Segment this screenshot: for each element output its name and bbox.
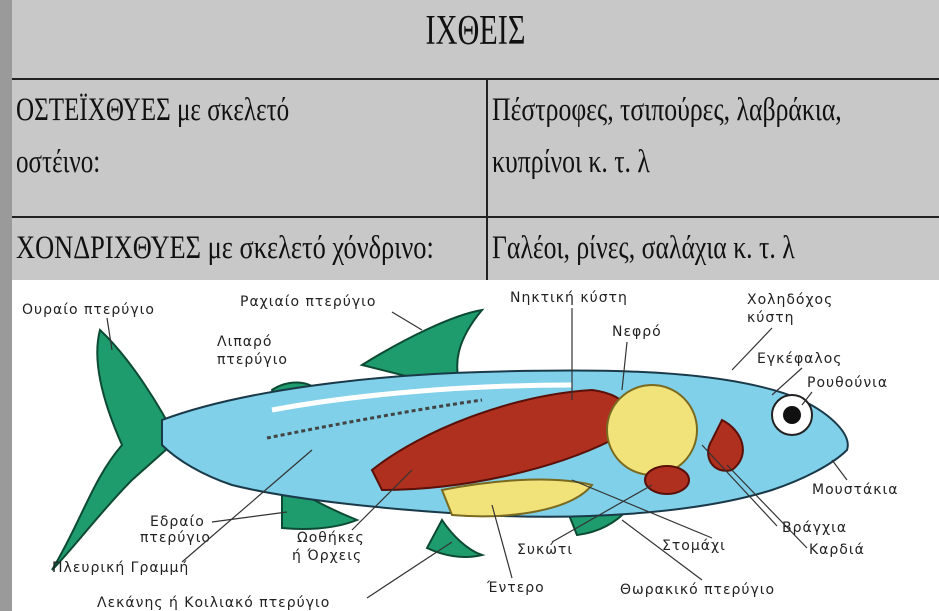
- label-lateral-line: Πλευρική Γραμμή: [52, 560, 189, 576]
- label-adipose-fin-1: Λιπαρό: [217, 334, 272, 350]
- label-adipose-fin-2: πτερύγιο: [217, 352, 288, 368]
- row1-left-line2: οστέινο:: [16, 136, 373, 188]
- label-swim-bladder: Νηκτική κύστη: [510, 290, 628, 306]
- label-brain: Εγκέφαλος: [757, 351, 842, 367]
- label-pelvic-fin: Λεκάνης ή Κοιλιακό πτερύγιο: [97, 595, 330, 611]
- label-anal-fin-1: Εδραίο: [150, 514, 205, 530]
- row1-right-cell: Πέστροφες, τσιπούρες, λαβράκια, κυπρίνοι…: [488, 78, 939, 194]
- label-intestine: Έντερο: [486, 580, 545, 596]
- label-gall-bladder-2: κύστη: [747, 310, 795, 326]
- label-stomach: Στομάχι: [662, 538, 726, 554]
- row2-left-cell: ΧΟΝΔΡΙΧΘΥΕΣ με σκελετό χόνδρινο:: [12, 216, 486, 280]
- pelvic-fin: [427, 520, 482, 557]
- left-edge-strip: [0, 0, 12, 611]
- label-liver: Συκώτι: [517, 542, 573, 558]
- row2-right-line1: Γαλέοι, ρίνες, σαλάχια κ. τ. λ: [492, 222, 841, 274]
- label-snout: Ρουθούνια: [807, 375, 888, 391]
- label-ovaries-2: ή Όρχεις: [292, 548, 362, 564]
- row1-left-line1: ΟΣΤΕΪΧΘΥΕΣ με σκελετό: [16, 84, 373, 136]
- row2-right-cell: Γαλέοι, ρίνες, σαλάχια κ. τ. λ: [488, 216, 939, 280]
- label-kidney: Νεφρό: [612, 324, 662, 340]
- label-gills: Βράγχια: [782, 520, 847, 536]
- row2-left-line1: ΧΟΝΔΡΙΧΘΥΕΣ με σκελετό χόνδρινο:: [16, 222, 392, 274]
- eye-pupil: [783, 406, 801, 424]
- fish-anatomy-diagram: Ουραίο πτερύγιο Ραχιαίο πτερύγιο Νηκτική…: [12, 280, 939, 611]
- label-gall-bladder-1: Χοληδόχος: [747, 292, 833, 308]
- label-tail-fin: Ουραίο πτερύγιο: [22, 302, 155, 318]
- fish-classification-table: ΙΧΘΕΙΣ ΟΣΤΕΪΧΘΥΕΣ με σκελετό οστέινο: Πέ…: [12, 0, 939, 280]
- table-title: ΙΧΘΕΙΣ: [142, 0, 809, 78]
- label-dorsal-fin: Ραχιαίο πτερύγιο: [240, 294, 376, 310]
- liver: [645, 466, 689, 494]
- row1-left-cell: ΟΣΤΕΪΧΘΥΕΣ με σκελετό οστέινο:: [12, 78, 486, 194]
- label-ovaries-1: Ωοθήκες: [297, 530, 365, 546]
- label-anal-fin-2: πτερύγιο: [140, 530, 211, 546]
- gills: [607, 385, 697, 475]
- row1-right-line2: κυπρίνοι κ. τ. λ: [492, 136, 841, 188]
- label-pectoral-fin: Θωρακικό πτερύγιο: [620, 582, 775, 598]
- row1-right-line1: Πέστροφες, τσιπούρες, λαβράκια,: [492, 84, 841, 136]
- label-heart: Καρδιά: [809, 542, 865, 558]
- label-barbels: Μουστάκια: [812, 482, 899, 498]
